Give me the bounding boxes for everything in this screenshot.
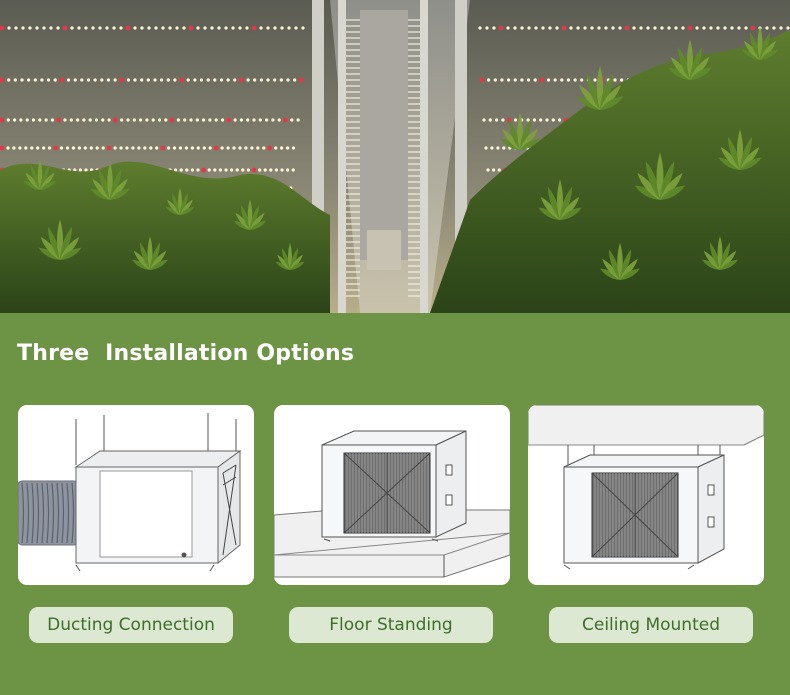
ducting-connection-label: Ducting Connection — [29, 607, 233, 643]
floor-standing-label: Floor Standing — [289, 607, 493, 643]
floor-unit-icon — [274, 430, 510, 578]
ducted-unit-icon — [18, 413, 242, 572]
ducting-connection-card — [18, 405, 254, 585]
plant-foliage-left — [0, 161, 330, 313]
installation-options-section: Three Installation Options — [0, 313, 790, 695]
ceiling-mounted-label: Ceiling Mounted — [549, 607, 753, 643]
section-title: Three Installation Options — [17, 341, 355, 366]
grow-room-photo — [0, 0, 790, 313]
ceiling-mounted-card — [528, 405, 764, 585]
plant-foliage-right — [430, 30, 790, 313]
floor-standing-card — [274, 405, 510, 585]
ceiling-unit-icon — [528, 405, 764, 570]
cannabis-leaves — [23, 26, 778, 280]
grow-room-scene — [0, 0, 790, 313]
